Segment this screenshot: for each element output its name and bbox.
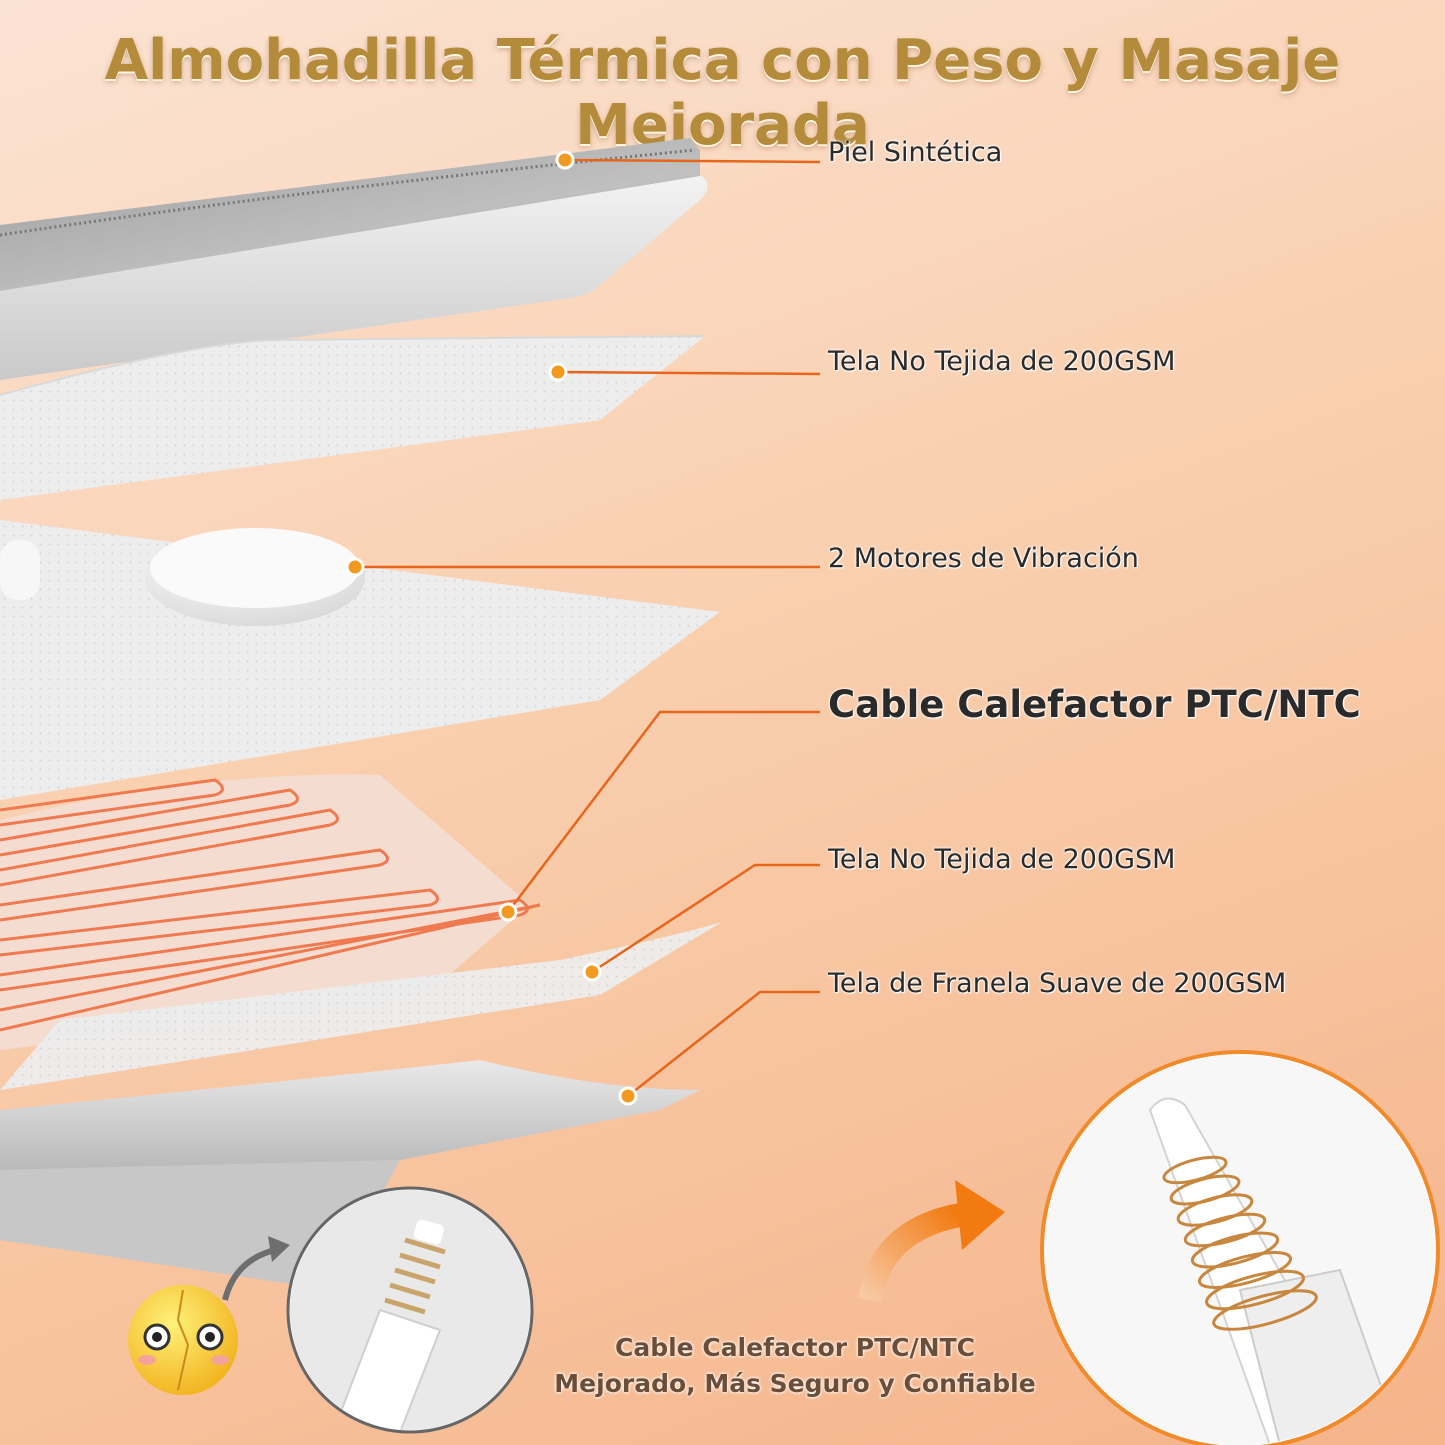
curved-arrow-icon xyxy=(858,1180,1005,1303)
vibration-motor-layer xyxy=(0,520,720,800)
layer-label-vibration-motors: 2 Motores de Vibración xyxy=(828,543,1139,574)
layer-label-non-woven-bottom: Tela No Tejida de 200GSM xyxy=(828,844,1176,875)
sad-emoji-icon xyxy=(128,1285,238,1395)
non-woven-layer-bottom xyxy=(0,922,722,1090)
leader-lines xyxy=(355,158,821,1097)
old-cable-detail xyxy=(286,1186,534,1434)
cable-caption: Cable Calefactor PTC/NTC Mejorado, Más S… xyxy=(540,1330,1050,1402)
layer-markers xyxy=(345,150,638,1106)
improved-cable-detail xyxy=(1040,1050,1440,1445)
layer-label-flannel: Tela de Franela Suave de 200GSM xyxy=(828,968,1287,999)
cable-caption-line2: Mejorado, Más Seguro y Confiable xyxy=(554,1369,1036,1398)
cable-caption-line1: Cable Calefactor PTC/NTC xyxy=(615,1333,975,1362)
layer-label-non-woven-top: Tela No Tejida de 200GSM xyxy=(828,346,1176,377)
small-arrow-icon xyxy=(222,1247,276,1301)
non-woven-layer-top xyxy=(0,335,706,500)
page-title: Almohadilla Térmica con Peso y Masaje Me… xyxy=(104,28,1341,158)
synthetic-fur-layer xyxy=(0,138,708,380)
layer-label-synthetic-fur: Piel Sintética xyxy=(828,137,1003,168)
layer-label-heating-cable: Cable Calefactor PTC/NTC xyxy=(828,683,1361,726)
